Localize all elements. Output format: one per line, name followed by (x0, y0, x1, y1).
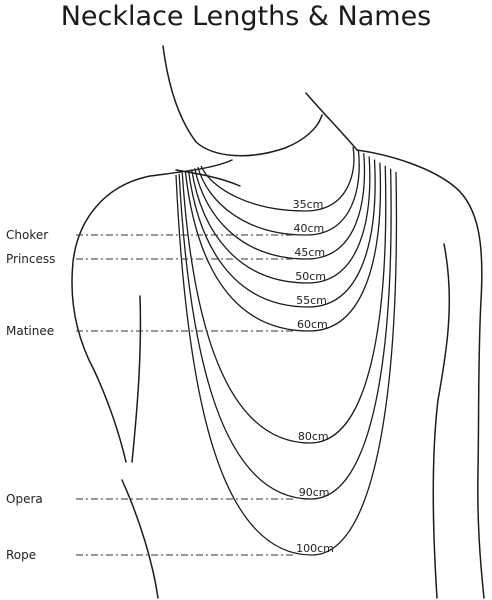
length-label-90cm: 90cm (299, 486, 330, 499)
length-label-45cm: 45cm (294, 246, 325, 259)
length-label-35cm: 35cm (293, 198, 324, 211)
necklace-60cm (184, 162, 382, 332)
necklace-100cm (175, 171, 398, 556)
length-label-80cm: 80cm (298, 430, 329, 443)
necklace-45cm (194, 153, 366, 260)
length-label-40cm: 40cm (293, 222, 324, 235)
length-label-55cm: 55cm (296, 294, 327, 307)
necklace-55cm (187, 159, 376, 308)
right-torso-outline (432, 243, 451, 599)
right-shoulder-outline (356, 149, 485, 599)
body-outline (71, 45, 485, 599)
necklace-50cm (190, 156, 371, 284)
style-label-matinee: Matinee (6, 324, 54, 338)
style-label-princess: Princess (6, 252, 55, 266)
necklace-40cm (197, 150, 360, 236)
left-inner-arm-outline (131, 295, 142, 463)
diagram-title: Necklace Lengths & Names (60, 1, 432, 32)
guide-lines-group (76, 234, 294, 556)
left-shoulder-outline (71, 159, 233, 463)
style-label-choker: Choker (6, 228, 48, 242)
length-labels-group: 35cm 40cm 45cm 50cm 55cm 60cm 80cm 90cm 100cm (293, 198, 334, 555)
clavicle-left-outline (175, 169, 241, 187)
style-label-rope: Rope (6, 548, 36, 562)
length-label-60cm: 60cm (297, 318, 328, 331)
neck-right-outline (305, 92, 358, 151)
necklace-90cm (178, 168, 392, 500)
style-label-opera: Opera (6, 492, 43, 506)
necklace-80cm (181, 165, 387, 444)
jaw-outline (162, 45, 323, 157)
length-label-100cm: 100cm (296, 542, 334, 555)
necklace-35cm (200, 146, 355, 212)
left-arm-outline (121, 479, 159, 599)
length-label-50cm: 50cm (295, 270, 326, 283)
necklaces-group (175, 146, 398, 556)
